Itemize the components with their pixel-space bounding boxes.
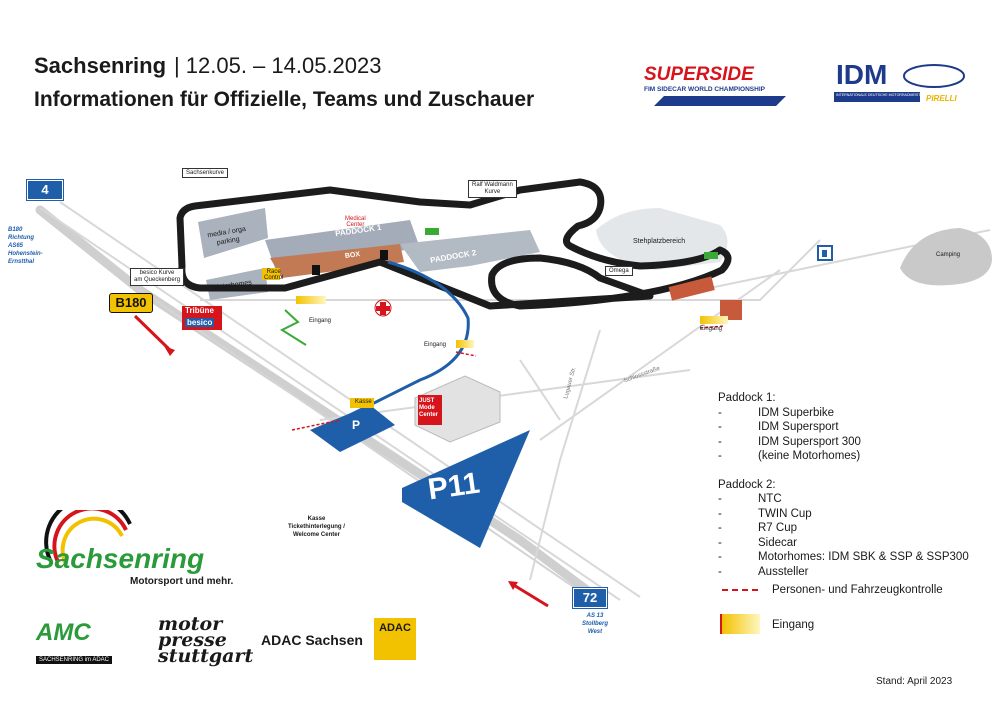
idm-logo-subtext: INTERNATIONALE DEUTSCHE MOTORRADMEISTERS… — [836, 93, 941, 97]
amc-logo: AMC SACHSENRING im ADAC — [36, 618, 134, 664]
legend-control-symbol — [722, 589, 758, 591]
kasse-booth — [350, 398, 374, 408]
legend-item: -TWIN Cup — [718, 507, 812, 520]
adac-logo: ADAC — [374, 618, 416, 660]
besico-label: besico — [185, 318, 215, 327]
parking-p11-label: P11 — [425, 466, 482, 507]
finish-flag-2-icon — [380, 250, 388, 260]
motorhomes-area — [206, 268, 268, 300]
finish-flag-icon — [312, 265, 320, 275]
adac-sachsen-text: ADAC Sachsen — [261, 632, 363, 648]
legend-entrance-symbol — [720, 614, 760, 634]
roads — [35, 205, 605, 606]
legend-item: -Sidecar — [718, 536, 797, 549]
box-building — [270, 244, 404, 278]
legend-item: -(keine Motorhomes) — [718, 450, 861, 462]
sachsenring-logo: Sachsenring Motorsport und mehr. — [30, 496, 250, 600]
legend-paddock2-title: Paddock 2: — [718, 478, 776, 491]
omega-label: Omega — [605, 266, 633, 276]
superside-logo: SUPERSIDE FIM SIDECAR WORLD CHAMPIONSHIP — [636, 56, 808, 110]
parking-p-label: P — [352, 418, 361, 432]
stand-date: Stand: April 2023 — [876, 676, 953, 687]
idm-logo-text: IDM — [836, 59, 887, 90]
kasse-booth-label: Kasse — [355, 399, 372, 405]
entrance-east — [700, 316, 728, 324]
legend-item: -IDM Supersport 300 — [718, 435, 861, 448]
legend-item: -R7 Cup — [718, 522, 797, 534]
camping-label: Camping — [936, 252, 961, 258]
title-separator: | — [174, 53, 180, 78]
eingang-west-label: Eingang — [309, 318, 332, 324]
amc-logo-subtext: SACHSENRING im ADAC — [36, 656, 113, 664]
stehplatzbereich-label: Stehplatzbereich — [633, 238, 686, 245]
tribune-label: Tribüne — [185, 306, 214, 315]
control-lines — [291, 325, 726, 431]
idm-sponsor-text: PIRELLI — [926, 94, 957, 103]
camping-area — [900, 228, 992, 286]
parking-p-area — [310, 405, 395, 452]
eingang-south-label: Eingang — [424, 342, 447, 348]
entrance-south — [456, 340, 474, 348]
building-right — [720, 300, 742, 320]
pedestrian-path — [279, 309, 307, 346]
page-subtitle: Informationen für Offizielle, Teams und … — [34, 88, 535, 111]
legend-paddock1-title: Paddock 1: — [718, 392, 776, 404]
paddock-2-area — [400, 230, 540, 272]
legend-item: -IDM Supersport — [718, 421, 839, 433]
access-road — [329, 260, 470, 427]
media-parking-area — [198, 208, 268, 258]
sachsenring-tagline: Motorsport und mehr. — [130, 576, 234, 587]
legend-entrance-label: Eingang — [772, 619, 815, 631]
mode-center-building — [414, 375, 501, 443]
legend: Paddock 1: -IDM Superbike -IDM Superspor… — [718, 391, 969, 579]
venue-name: Sachsenring — [34, 53, 167, 78]
legend-item: -IDM Superbike — [718, 406, 835, 419]
race-track — [176, 178, 732, 310]
sachsenring-logo-text: Sachsenring — [36, 543, 204, 574]
arrow-b180-head — [164, 346, 175, 356]
flag-omega-icon — [704, 252, 718, 259]
parking-p11-area — [402, 430, 530, 548]
road-shield-4: 4 — [27, 180, 63, 200]
road-shield-72: 72 — [573, 588, 607, 608]
stehplatzbereich-area — [596, 208, 728, 270]
race-control-booth — [262, 268, 280, 280]
sachsenkurve-label: Sachsenkurve — [182, 168, 229, 178]
arrow-72-head — [508, 581, 518, 590]
superside-logo-text: SUPERSIDE — [644, 64, 755, 85]
mode-center-sign — [418, 395, 442, 425]
eingang-east-label: Eingang — [700, 326, 723, 332]
arrow-72-in — [511, 582, 549, 608]
superside-logo-subtext: FIM SIDECAR WORLD CHAMPIONSHIP — [644, 86, 766, 93]
flag-start-icon — [425, 228, 439, 235]
legend-item: -Aussteller — [718, 565, 809, 578]
entrance-west — [296, 296, 326, 304]
grandstand-right — [668, 276, 715, 301]
event-date: 12.05. – 14.05.2023 — [185, 53, 382, 78]
legend-item: -Motorhomes: IDM SBK & SSP & SSP300 — [718, 551, 969, 563]
amc-logo-text: AMC — [36, 619, 91, 646]
idm-logo: IDM INTERNATIONALE DEUTSCHE MOTORRADMEIS… — [834, 56, 968, 108]
page-title: Sachsenring |12.05. – 14.05.2023 — [34, 53, 382, 79]
legend-control-label: Personen- und Fahrzeugkontrolle — [772, 584, 943, 596]
arrow-b180-in — [133, 314, 174, 354]
legend-item: -NTC — [718, 493, 782, 505]
road-shield-b180: B180 — [109, 293, 153, 313]
